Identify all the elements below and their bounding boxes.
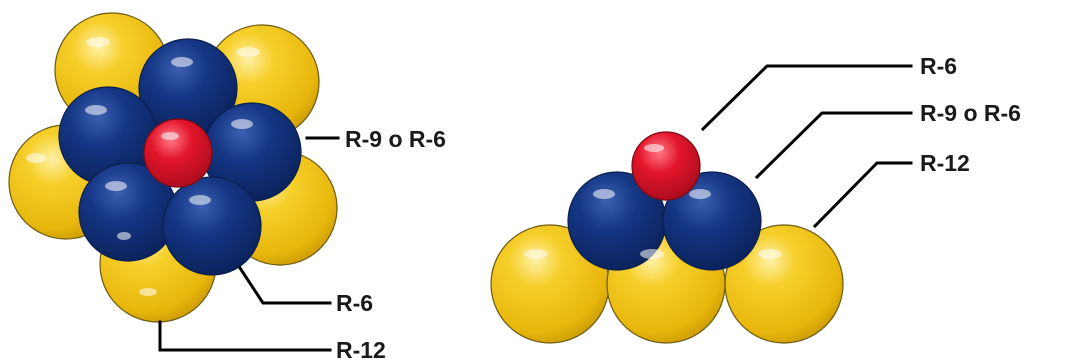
highlight — [593, 189, 615, 199]
highlight — [189, 195, 211, 205]
blue-sphere — [162, 176, 262, 276]
highlight — [105, 181, 127, 191]
highlight — [117, 232, 131, 240]
right-blue-spheres — [567, 171, 762, 271]
highlight — [689, 189, 711, 199]
highlight — [231, 119, 253, 129]
highlight — [236, 47, 260, 57]
red-sphere — [143, 118, 213, 188]
highlight — [161, 132, 179, 140]
left-label-r6: R-6 — [336, 290, 373, 316]
highlight — [644, 144, 664, 152]
blue-sphere — [662, 171, 762, 271]
leader-line-r6 — [237, 265, 332, 305]
left-leader-lines — [158, 136, 340, 352]
yellow-sphere — [724, 224, 844, 344]
highlight — [85, 105, 107, 115]
leader-line-r9-r6 — [754, 111, 913, 180]
red-sphere — [631, 131, 701, 201]
highlight — [758, 249, 782, 259]
highlight — [171, 57, 193, 67]
highlight — [640, 249, 664, 259]
right-figure-side-view: R-6 R-9 o R-6 R-12 — [490, 53, 1021, 344]
leader-line-r12 — [812, 161, 913, 229]
leader-line-r12 — [158, 320, 332, 352]
left-label-r9-r6: R-9 o R-6 — [345, 126, 446, 152]
right-leader-lines — [700, 64, 913, 229]
right-label-r6: R-6 — [920, 53, 957, 79]
left-figure-top-view: R-9 o R-6 R-6 R-12 — [8, 12, 446, 363]
highlight — [26, 153, 46, 163]
right-label-r12: R-12 — [920, 150, 970, 176]
highlight — [139, 288, 157, 296]
leader-line-r6 — [700, 64, 913, 132]
left-highlights — [26, 37, 260, 296]
right-label-r9-r6: R-9 o R-6 — [920, 100, 1021, 126]
right-highlights — [524, 144, 782, 259]
highlight — [86, 37, 110, 47]
highlight — [524, 249, 548, 259]
left-label-r12: R-12 — [336, 337, 386, 363]
right-yellow-spheres — [490, 224, 844, 344]
